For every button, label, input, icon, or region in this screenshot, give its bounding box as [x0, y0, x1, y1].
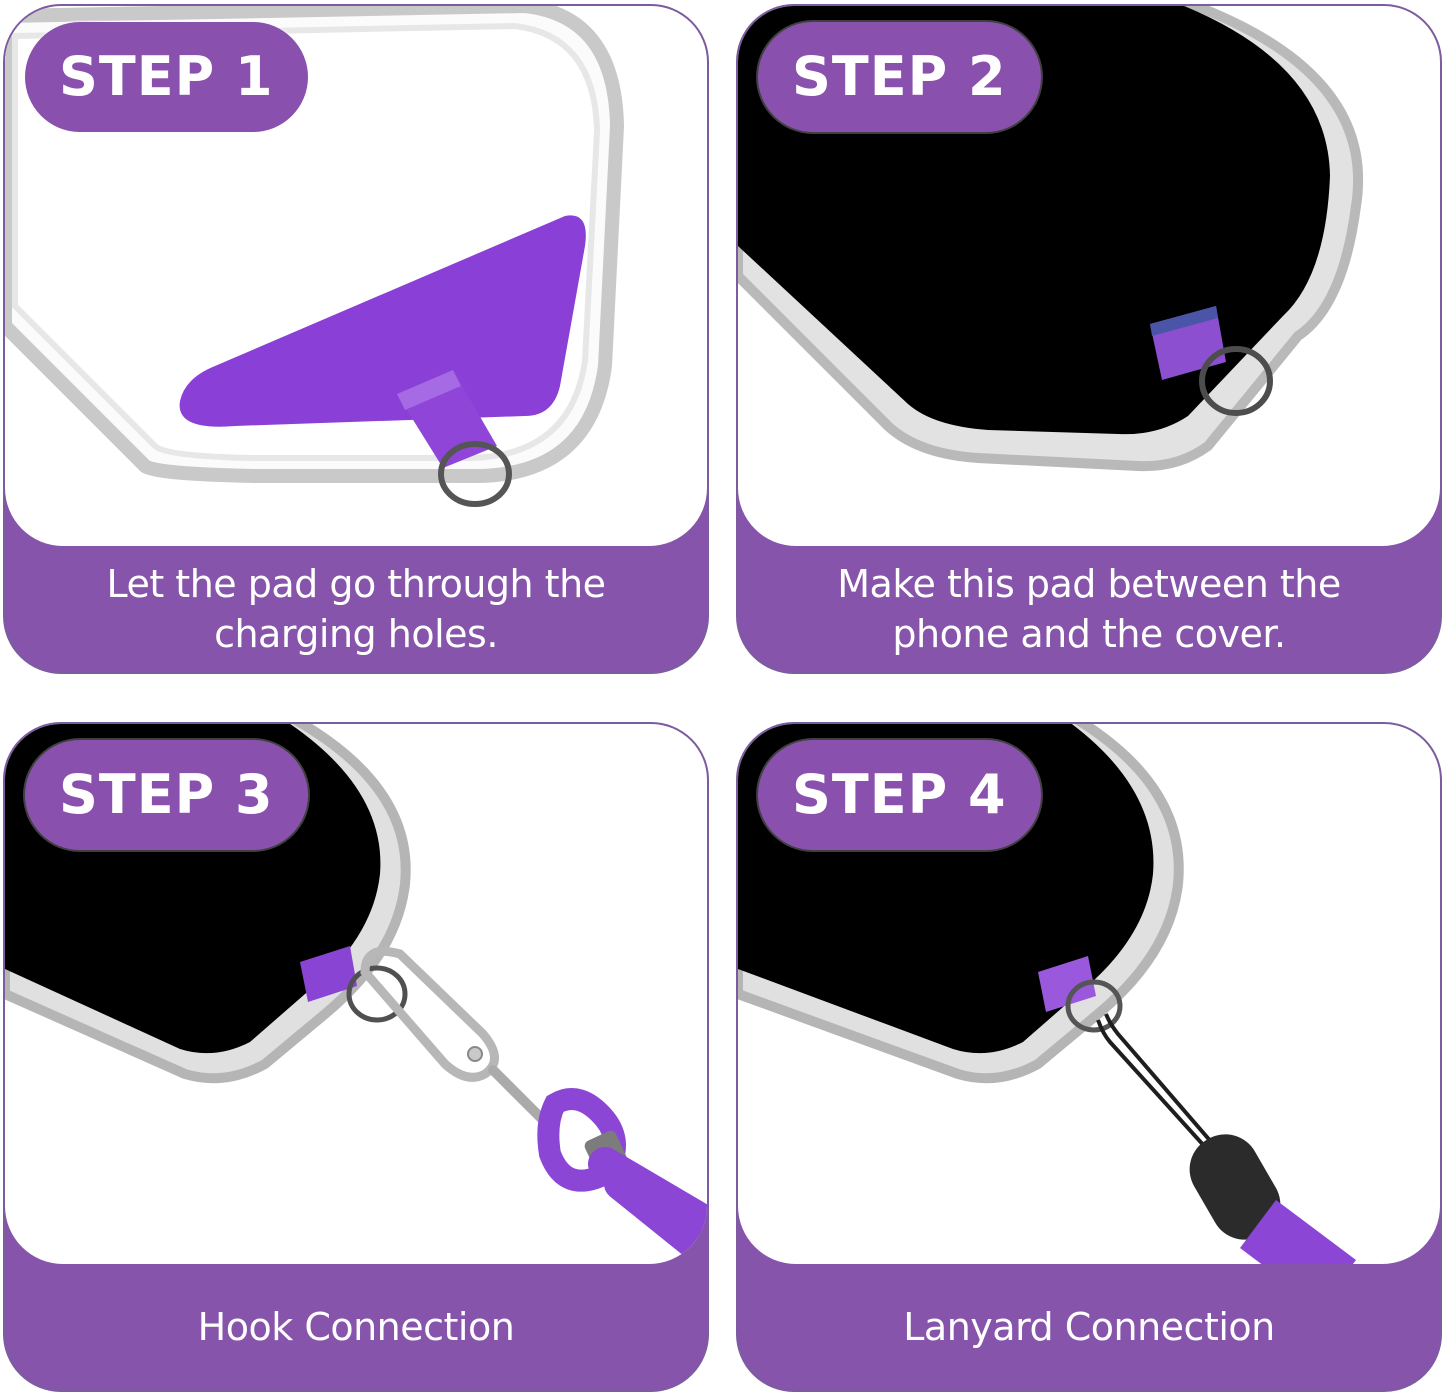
clear-case-illustration-icon: [5, 6, 625, 507]
step-3-card: STEP 3 Hook Connection: [3, 722, 709, 1392]
step-1-photo: [5, 6, 707, 546]
step-2-card: STEP 2 Make this pad between the phone a…: [736, 4, 1442, 674]
step-1-caption: Let the pad go through the charging hole…: [5, 546, 707, 672]
caption-line: Hook Connection: [197, 1305, 515, 1349]
step-4-badge: STEP 4: [758, 740, 1041, 850]
step-4-card: STEP 4 Lanyard Connection: [736, 722, 1442, 1392]
caption-line: phone and the cover.: [892, 612, 1286, 656]
step-1-card: STEP 1 Let the pad go through the chargi…: [3, 4, 709, 674]
caption-line: charging holes.: [214, 612, 498, 656]
caption-line: Make this pad between the: [837, 562, 1341, 606]
step-3-caption: Hook Connection: [5, 1264, 707, 1390]
caption-line: Lanyard Connection: [903, 1305, 1275, 1349]
caption-line: Let the pad go through the: [106, 562, 606, 606]
step-3-badge: STEP 3: [25, 740, 308, 850]
step-4-caption: Lanyard Connection: [738, 1264, 1440, 1390]
step-2-caption: Make this pad between the phone and the …: [738, 546, 1440, 672]
step-1-badge: STEP 1: [25, 22, 308, 132]
step-2-badge: STEP 2: [758, 22, 1041, 132]
